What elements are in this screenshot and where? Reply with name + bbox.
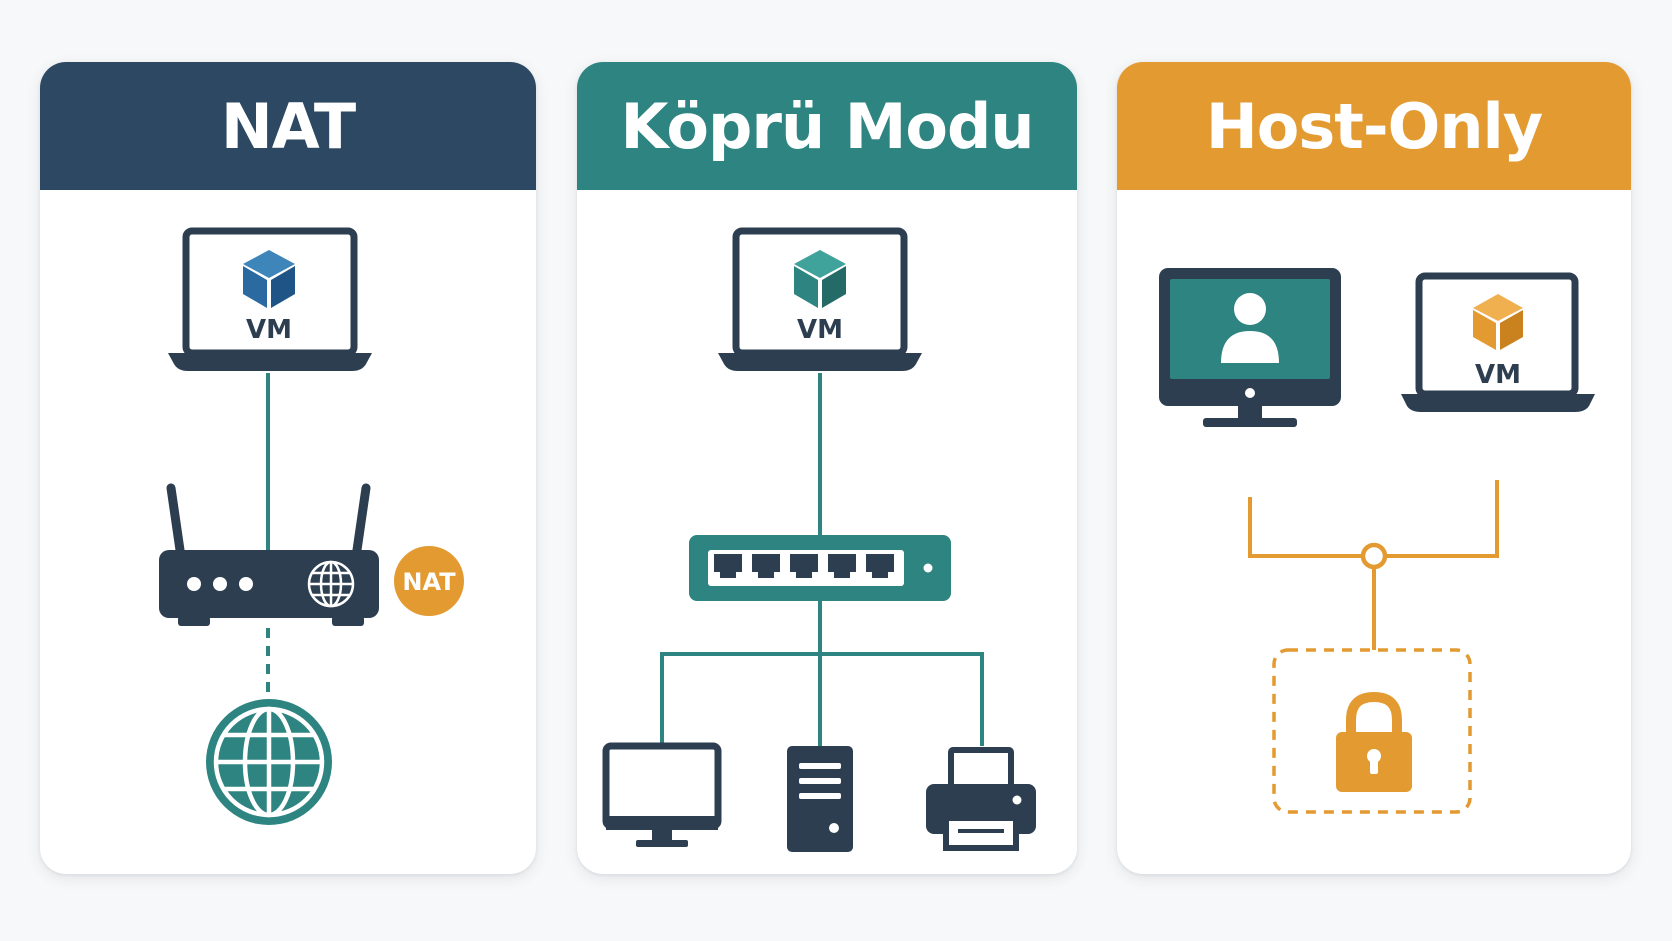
nat-diagram: VM bbox=[159, 227, 464, 825]
junction-node bbox=[1360, 542, 1388, 570]
vm-cube-icon bbox=[243, 250, 295, 308]
printer-icon bbox=[926, 747, 1036, 851]
laptop-icon bbox=[168, 227, 372, 371]
laptop-icon bbox=[1401, 272, 1595, 412]
user-icon bbox=[1221, 293, 1279, 363]
nat-badge: NAT bbox=[394, 546, 464, 616]
vm-label: VM bbox=[797, 315, 843, 345]
monitor-icon bbox=[602, 742, 722, 847]
bridge-panel: Köprü Modu bbox=[577, 62, 1077, 874]
host-only-panel-title: Host-Only bbox=[1117, 62, 1631, 190]
host-only-panel: Host-Only bbox=[1117, 62, 1631, 874]
nat-badge-label: NAT bbox=[402, 568, 456, 596]
vm-label: VM bbox=[1475, 360, 1521, 390]
switch-icon bbox=[689, 535, 951, 601]
lock-icon bbox=[1336, 691, 1412, 792]
globe-icon bbox=[206, 699, 332, 825]
server-icon bbox=[787, 746, 853, 852]
isolated-network-zone bbox=[1272, 648, 1472, 814]
router-icon bbox=[159, 483, 379, 626]
vm-cube-icon bbox=[794, 250, 846, 308]
nat-panel: NAT VM bbox=[40, 62, 536, 874]
nat-panel-title: NAT bbox=[40, 62, 536, 190]
host-only-diagram: VM bbox=[1159, 268, 1595, 814]
bridge-diagram: VM bbox=[602, 227, 1036, 852]
vm-label: VM bbox=[246, 315, 292, 345]
bridge-panel-title: Köprü Modu bbox=[577, 62, 1077, 190]
laptop-icon bbox=[718, 227, 922, 371]
vm-cube-icon bbox=[1473, 294, 1523, 350]
bridge-link-lines bbox=[660, 373, 984, 746]
